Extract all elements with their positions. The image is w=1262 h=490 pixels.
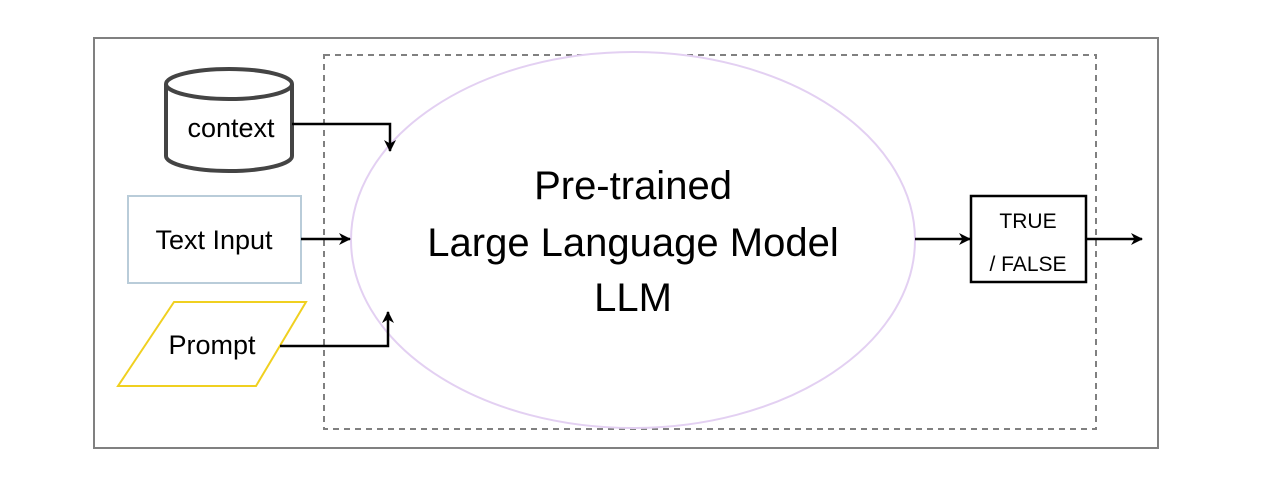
context-label: context [187, 113, 275, 143]
llm-label-line-2: Large Language Model [427, 221, 838, 265]
edge-prompt-to-llm [280, 311, 394, 348]
text-input-label: Text Input [155, 225, 273, 255]
prompt-node: Prompt [116, 301, 308, 387]
database-cylinder-top [164, 67, 294, 101]
prompt-parallelogram [116, 301, 308, 387]
output-box [969, 194, 1088, 284]
text-input-node: Text Input [127, 195, 302, 284]
outer-frame [93, 37, 1159, 449]
edge-context-to-llm [292, 122, 396, 152]
output-node: TRUE / FALSE [969, 194, 1088, 284]
context-database-node: context [164, 67, 294, 173]
output-label-line-2: / FALSE [989, 253, 1066, 276]
llm-node: Pre-trained Large Language Model LLM [350, 51, 916, 429]
output-label-line-1: TRUE [999, 210, 1056, 233]
database-cylinder-icon [164, 84, 294, 173]
model-boundary-dashed [323, 54, 1097, 430]
text-input-box [127, 195, 302, 284]
llm-label-line-1: Pre-trained [534, 164, 732, 208]
prompt-label: Prompt [168, 330, 256, 360]
llm-label-line-3: LLM [594, 276, 672, 320]
